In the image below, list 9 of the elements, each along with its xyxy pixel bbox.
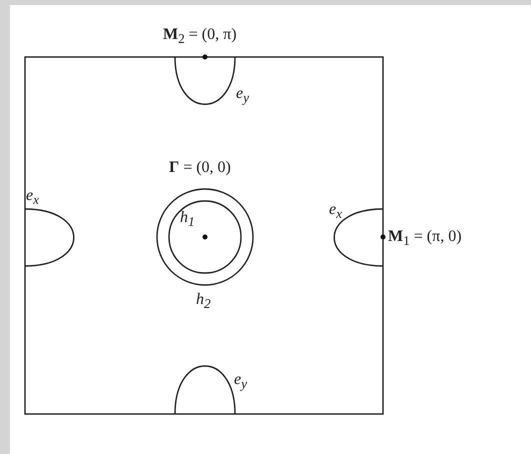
pocket-label: h$_{1}$ (180, 210, 195, 229)
pocket-label: e$_{x}$ (26, 188, 40, 207)
pocket-label: h$_{2}$ (196, 292, 211, 311)
point-label: M$_{2}$ = (0, π) (163, 27, 237, 46)
pocket-label: e$_{x}$ (329, 202, 342, 221)
pocket-label: e$_{y}$ (234, 372, 248, 391)
pocket-label: e$_{y}$ (236, 86, 250, 105)
point-label: M$_{1}$ = (π, 0) (388, 229, 462, 248)
point-label: Γ = (0, 0) (169, 160, 231, 176)
